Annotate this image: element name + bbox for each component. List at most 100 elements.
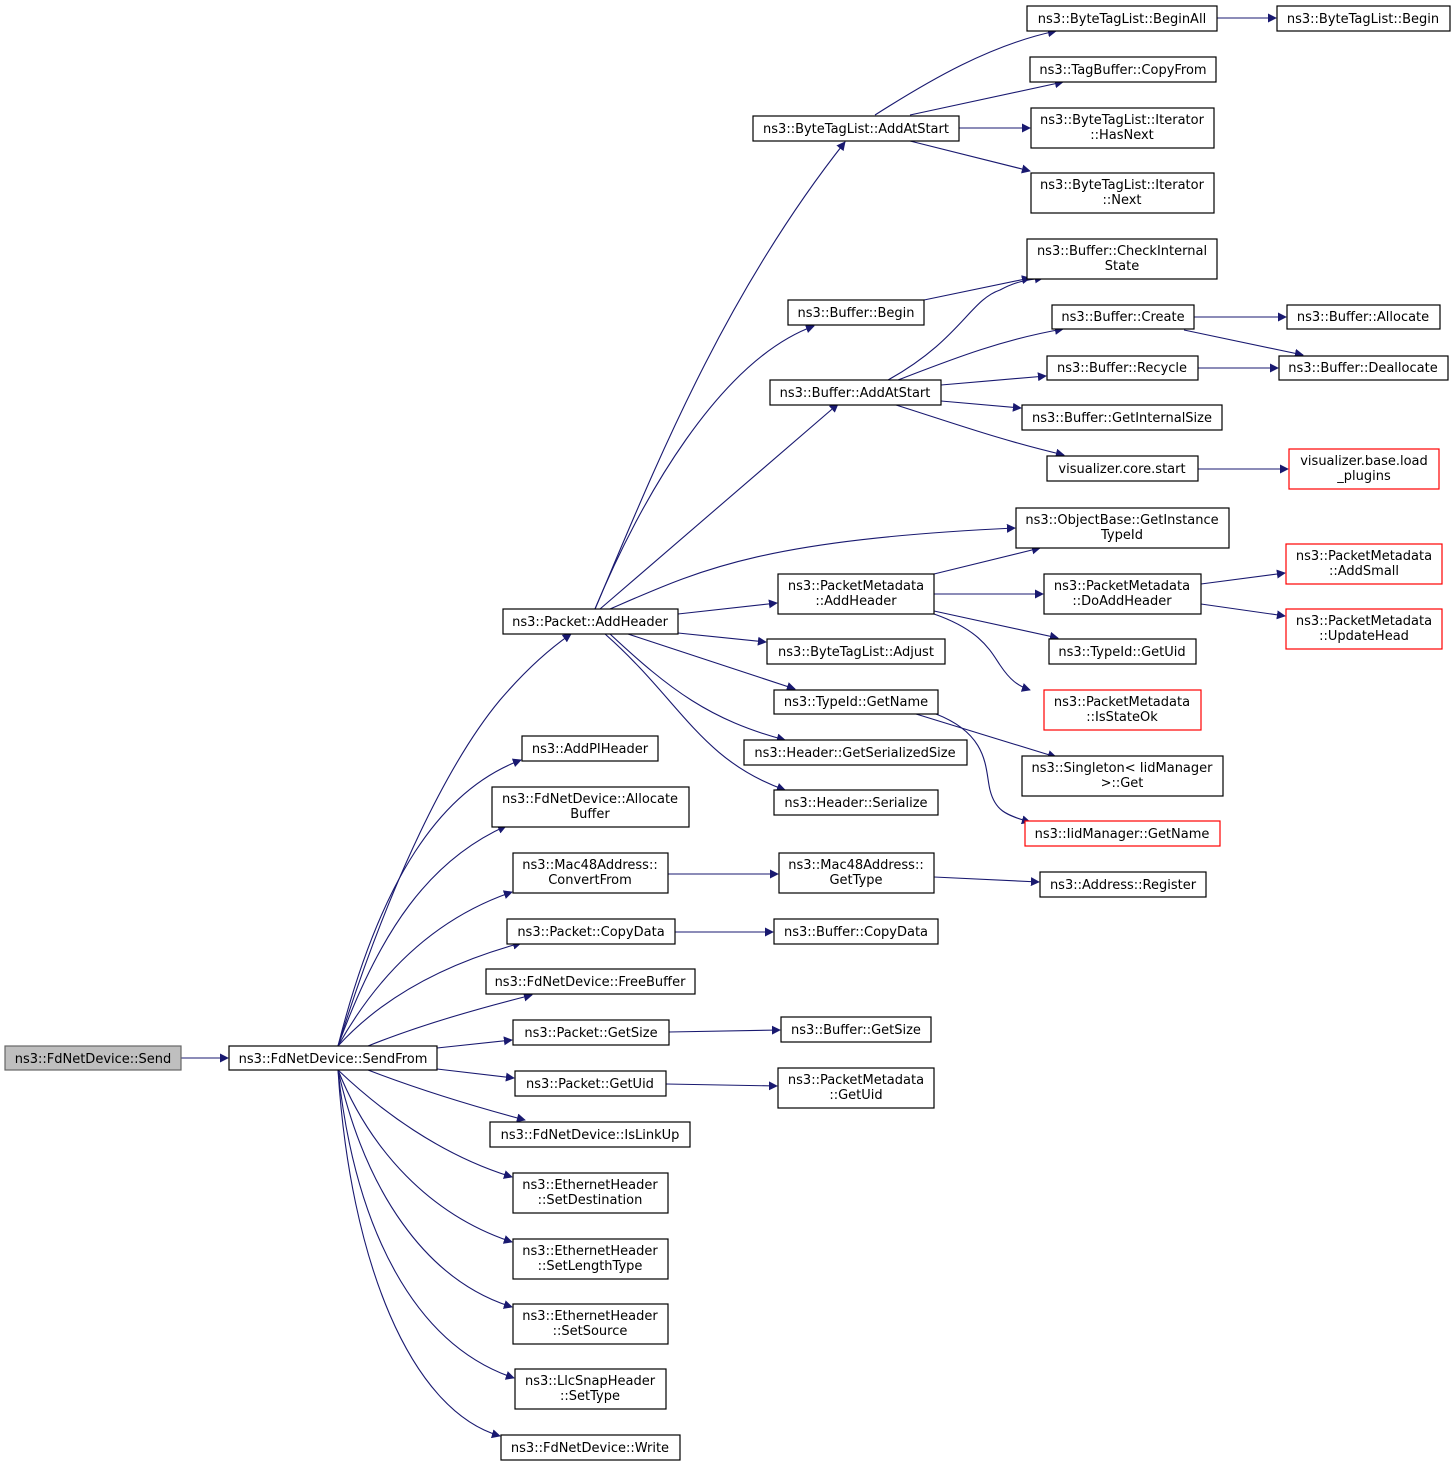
node-visualizer-core-start[interactable]: visualizer.core.start [1046, 455, 1199, 482]
svg-text:ns3::FdNetDevice::Write: ns3::FdNetDevice::Write [511, 1441, 669, 1456]
node-packetmetadata-doaddheader[interactable]: ns3::PacketMetadata ::DoAddHeader [1043, 573, 1202, 615]
edge-pm-addheader-typeid-getuid [933, 610, 1059, 641]
node-fdnetdevice-write[interactable]: ns3::FdNetDevice::Write [500, 1434, 681, 1461]
node-buffer-begin[interactable]: ns3::Buffer::Begin [787, 299, 925, 326]
node-packetmetadata-isstateok[interactable]: ns3::PacketMetadata ::IsStateOk [1043, 689, 1202, 731]
edge-pkt-getuid-pm-getuid [665, 1081, 778, 1091]
svg-text:ns3::ByteTagList::BeginAll: ns3::ByteTagList::BeginAll [1038, 12, 1206, 27]
svg-text:ns3::PacketMetadata: ns3::PacketMetadata [788, 1073, 924, 1088]
svg-text:ns3::FdNetDevice::Allocate: ns3::FdNetDevice::Allocate [502, 792, 678, 807]
node-tagbuffer-copyfrom[interactable]: ns3::TagBuffer::CopyFrom [1029, 56, 1217, 83]
edge-typeid-getname-singleton [915, 713, 1057, 759]
node-buffer-addatstart[interactable]: ns3::Buffer::AddAtStart [769, 379, 942, 406]
edge-bt-addatstart-beginall [874, 28, 1057, 116]
node-buffer-deallocate[interactable]: ns3::Buffer::Deallocate [1278, 355, 1449, 381]
svg-text:ns3::PacketMetadata: ns3::PacketMetadata [788, 579, 924, 594]
node-fdnetdevice-freebuffer[interactable]: ns3::FdNetDevice::FreeBuffer [485, 968, 696, 995]
node-bytetaglist-begin[interactable]: ns3::ByteTagList::Begin [1276, 5, 1451, 32]
edge-sendfrom-copydata [337, 940, 522, 1047]
svg-text:ns3::PacketMetadata: ns3::PacketMetadata [1296, 614, 1432, 629]
svg-text:ns3::Buffer::CheckInternal: ns3::Buffer::CheckInternal [1037, 244, 1207, 259]
node-typeid-getuid[interactable]: ns3::TypeId::GetUid [1048, 638, 1197, 665]
node-ethernetheader-setdestination[interactable]: ns3::EthernetHeader ::SetDestination [512, 1172, 669, 1214]
node-buffer-getsize[interactable]: ns3::Buffer::GetSize [780, 1016, 932, 1043]
node-packetmetadata-addheader[interactable]: ns3::PacketMetadata ::AddHeader [777, 573, 935, 615]
svg-text:ns3::Singleton< IidManager: ns3::Singleton< IidManager [1031, 761, 1213, 776]
svg-text:::UpdateHead: ::UpdateHead [1319, 629, 1409, 644]
node-visualizer-base-load-plugins[interactable]: visualizer.base.load _plugins [1288, 448, 1440, 490]
node-mac48address-gettype[interactable]: ns3::Mac48Address:: GetType [778, 852, 935, 894]
node-bytetaglist-adjust[interactable]: ns3::ByteTagList::Adjust [766, 638, 946, 665]
svg-text:>::Get: >::Get [1101, 776, 1144, 791]
node-addpiheader[interactable]: ns3::AddPIHeader [521, 735, 659, 762]
node-fdnetdevice-sendfrom[interactable]: ns3::FdNetDevice::SendFrom [228, 1045, 438, 1071]
node-buffer-allocate[interactable]: ns3::Buffer::Allocate [1286, 304, 1441, 330]
edge-sendfrom-getsize [436, 1036, 513, 1049]
node-bytetaglist-iterator-hasnext[interactable]: ns3::ByteTagList::Iterator ::HasNext [1030, 107, 1215, 149]
node-typeid-getname[interactable]: ns3::TypeId::GetName [773, 689, 939, 715]
node-buffer-checkinternalstate[interactable]: ns3::Buffer::CheckInternal State [1026, 238, 1218, 280]
svg-text:ns3::Buffer::Allocate: ns3::Buffer::Allocate [1297, 310, 1429, 325]
svg-text:visualizer.core.start: visualizer.core.start [1058, 462, 1185, 477]
node-packetmetadata-getuid[interactable]: ns3::PacketMetadata ::GetUid [777, 1067, 935, 1109]
svg-text:ns3::ObjectBase::GetInstance: ns3::ObjectBase::GetInstance [1025, 513, 1218, 528]
node-bytetaglist-addatstart[interactable]: ns3::ByteTagList::AddAtStart [752, 115, 960, 142]
svg-text:::AddHeader: ::AddHeader [815, 594, 897, 609]
edge-addheader-pm-addheader [677, 599, 778, 615]
edge-addheader-buf-addatstart [599, 403, 839, 610]
edge-addheader-bt-adjust [677, 632, 767, 646]
svg-text:::Next: ::Next [1102, 193, 1141, 208]
node-objectbase-getinstancetypeid[interactable]: ns3::ObjectBase::GetInstance TypeId [1015, 507, 1230, 549]
node-llcsnapheader-settype[interactable]: ns3::LlcSnapHeader ::SetType [514, 1368, 667, 1410]
svg-text:ns3::Buffer::Deallocate: ns3::Buffer::Deallocate [1288, 361, 1437, 376]
edge-sendfrom-settype [337, 1069, 515, 1380]
node-buffer-create[interactable]: ns3::Buffer::Create [1051, 304, 1195, 330]
edge-pm-addheader-isstateok [933, 613, 1031, 692]
node-fdnetdevice-islinkup[interactable]: ns3::FdNetDevice::IsLinkUp [489, 1121, 691, 1148]
edge-buf-addatstart-checkinternal [887, 274, 1044, 381]
svg-text:ns3::Packet::GetSize: ns3::Packet::GetSize [524, 1026, 657, 1041]
svg-text:ns3::TypeId::GetName: ns3::TypeId::GetName [784, 695, 928, 710]
node-singleton-iidmanager-get[interactable]: ns3::Singleton< IidManager >::Get [1021, 755, 1224, 797]
svg-text:ns3::Address::Register: ns3::Address::Register [1050, 878, 1197, 893]
node-ethernetheader-setsource[interactable]: ns3::EthernetHeader ::SetSource [512, 1303, 669, 1345]
node-bytetaglist-beginall[interactable]: ns3::ByteTagList::BeginAll [1026, 5, 1218, 32]
node-iidmanager-getname[interactable]: ns3::IidManager::GetName [1024, 820, 1221, 847]
node-buffer-getinternalsize[interactable]: ns3::Buffer::GetInternalSize [1021, 404, 1223, 431]
node-packetmetadata-addsmall[interactable]: ns3::PacketMetadata ::AddSmall [1285, 543, 1443, 585]
node-header-getserializedsize[interactable]: ns3::Header::GetSerializedSize [743, 739, 968, 766]
node-packet-addheader[interactable]: ns3::Packet::AddHeader [502, 608, 679, 635]
svg-text:ns3::EthernetHeader: ns3::EthernetHeader [522, 1309, 658, 1324]
edge-pm-addheader-ob-getinstance [933, 545, 1041, 575]
edge-create-deallocate [1183, 329, 1304, 358]
node-fdnetdevice-allocatebuffer[interactable]: ns3::FdNetDevice::Allocate Buffer [491, 786, 690, 828]
node-packetmetadata-updatehead[interactable]: ns3::PacketMetadata ::UpdateHead [1285, 608, 1443, 650]
svg-text:ns3::Mac48Address::: ns3::Mac48Address:: [788, 858, 923, 873]
node-mac48address-convertfrom[interactable]: ns3::Mac48Address:: ConvertFrom [512, 852, 669, 894]
edge-buf-addatstart-create [897, 325, 1064, 381]
edge-addheader-typeid-getname [627, 633, 796, 691]
node-fdnetdevice-send[interactable]: ns3::FdNetDevice::Send [4, 1045, 182, 1071]
node-ethernetheader-setlengthtype[interactable]: ns3::EthernetHeader ::SetLengthType [512, 1238, 669, 1280]
node-packet-getuid[interactable]: ns3::Packet::GetUid [514, 1070, 667, 1097]
svg-text:ns3::Header::Serialize: ns3::Header::Serialize [784, 796, 927, 811]
node-packet-copydata[interactable]: ns3::Packet::CopyData [506, 918, 676, 945]
node-buffer-recycle[interactable]: ns3::Buffer::Recycle [1046, 355, 1199, 381]
node-bytetaglist-iterator-next[interactable]: ns3::ByteTagList::Iterator ::Next [1030, 172, 1215, 214]
svg-text:::SetType: ::SetType [560, 1389, 620, 1404]
svg-text:ns3::PacketMetadata: ns3::PacketMetadata [1054, 695, 1190, 710]
svg-text:ns3::Buffer::AddAtStart: ns3::Buffer::AddAtStart [780, 386, 931, 401]
svg-text:ns3::Header::GetSerializedSize: ns3::Header::GetSerializedSize [754, 746, 955, 761]
svg-text:ns3::Buffer::GetSize: ns3::Buffer::GetSize [791, 1023, 921, 1038]
edge-sendfrom-freebuffer [367, 992, 533, 1047]
edge-sendfrom-setdestination [337, 1069, 513, 1179]
edge-buf-addatstart-vizstart [895, 404, 1065, 458]
svg-text:ConvertFrom: ConvertFrom [548, 873, 632, 888]
node-header-serialize[interactable]: ns3::Header::Serialize [773, 789, 939, 816]
node-buffer-copydata[interactable]: ns3::Buffer::CopyData [773, 918, 939, 945]
node-address-register[interactable]: ns3::Address::Register [1039, 871, 1207, 898]
node-packet-getsize[interactable]: ns3::Packet::GetSize [512, 1019, 670, 1046]
svg-text:ns3::ByteTagList::Begin: ns3::ByteTagList::Begin [1287, 12, 1439, 27]
edge-sendfrom-islinkup [367, 1069, 526, 1123]
